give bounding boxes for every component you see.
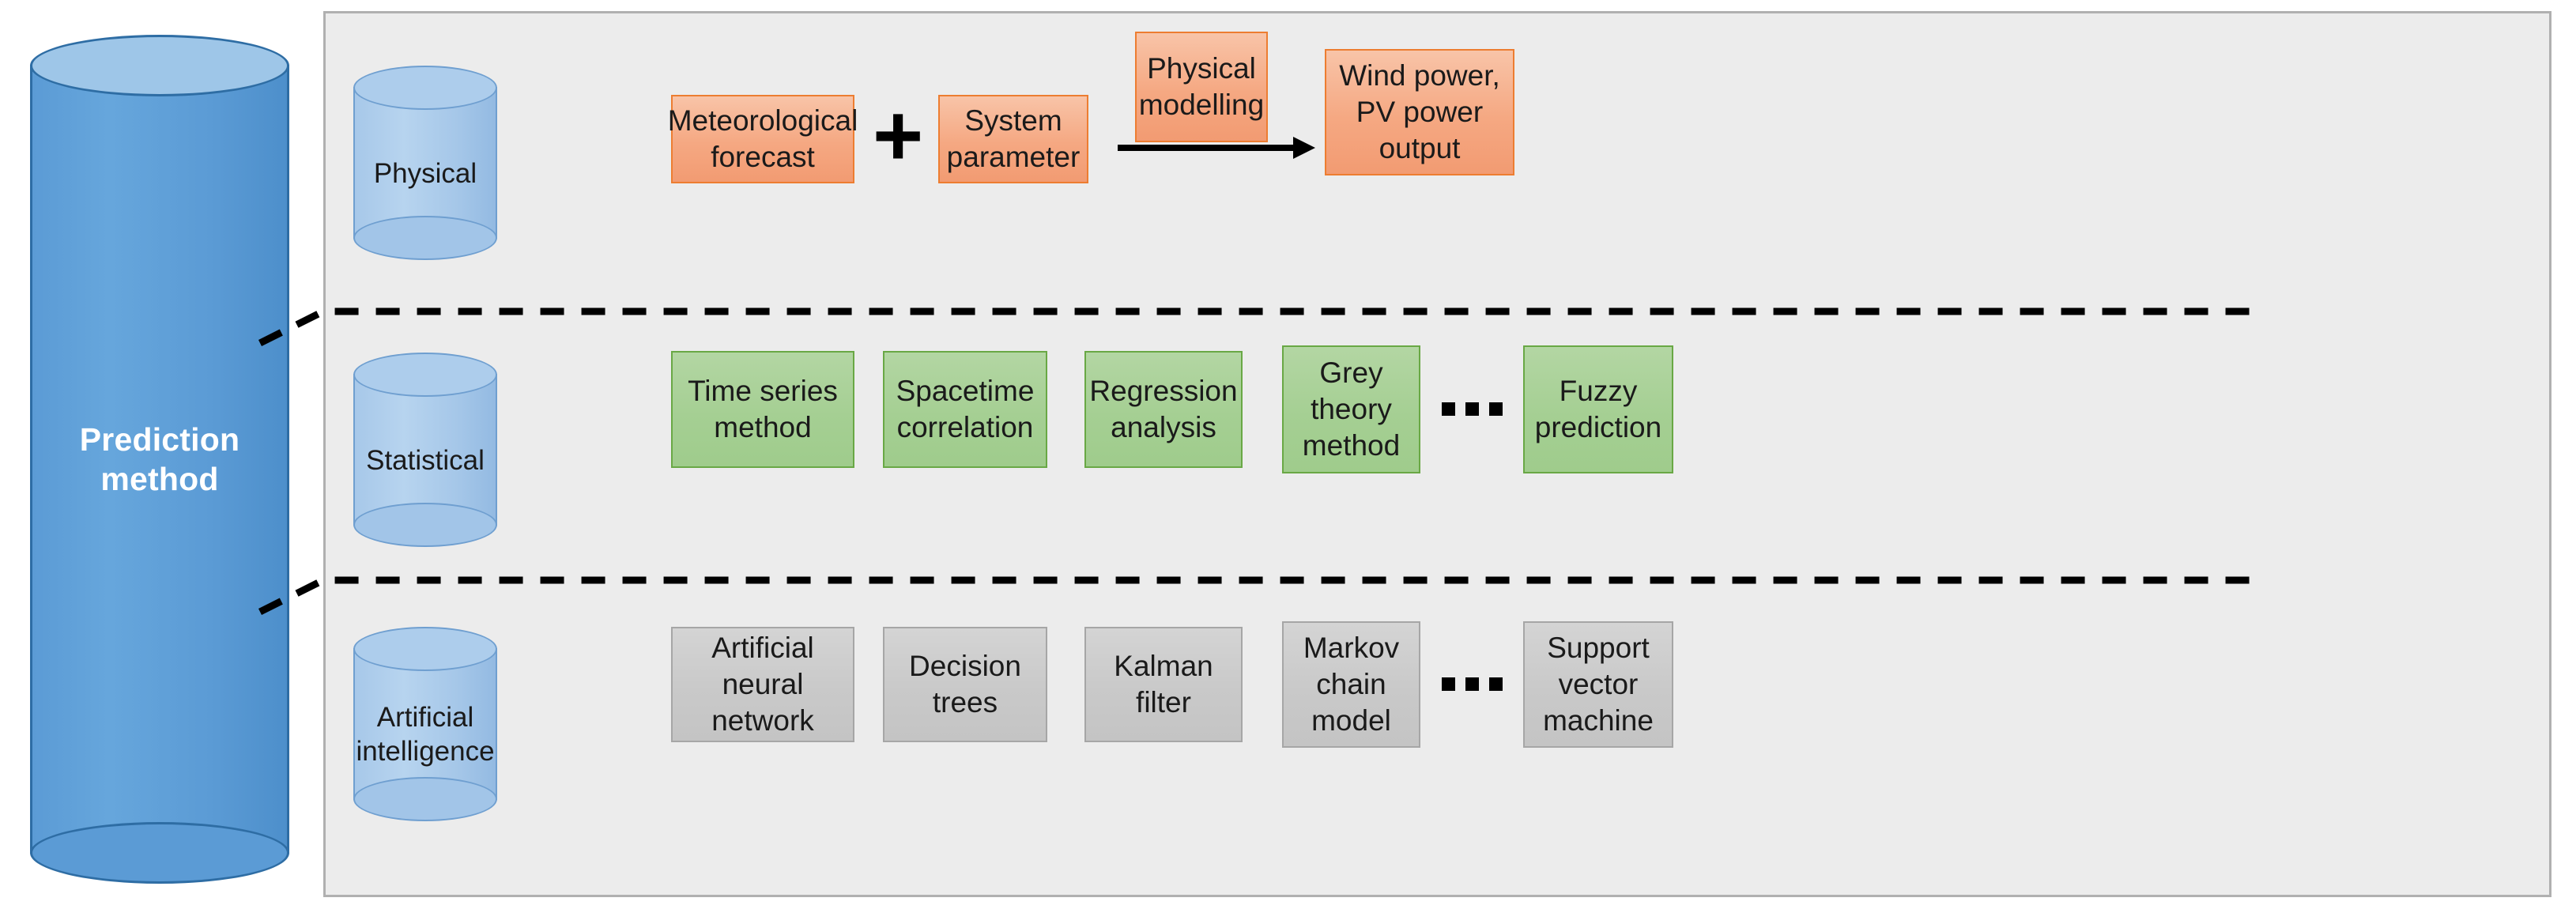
category-row-statistical: Statistical Time series method Spacetime… [326, 320, 2549, 589]
category-row-artificial-intelligence: Artificial intelligence Artificial neura… [326, 589, 2549, 900]
category-cylinder-physical: Physical [353, 66, 497, 260]
ellipsis-icon-artificial-intelligence [1442, 677, 1503, 691]
methods-panel: Physical Meteorological forecast + Syste… [323, 11, 2551, 897]
method-box-spacetime-correlation[interactable]: Spacetime correlation [883, 351, 1047, 468]
plus-icon: + [873, 87, 924, 184]
ellipsis-dot [1465, 677, 1479, 691]
method-box-time-series-method[interactable]: Time series method [671, 351, 854, 468]
root-cylinder-bottom-ellipse [30, 822, 289, 884]
cylinder-top-ellipse [353, 66, 497, 110]
root-cylinder-label: Prediction method [79, 421, 240, 497]
method-box-decision-trees[interactable]: Decision trees [883, 627, 1047, 742]
category-row-physical: Physical Meteorological forecast + Syste… [326, 13, 2549, 320]
category-cylinder-label-statistical: Statistical [366, 444, 485, 476]
root-cylinder-prediction-method: Prediction method [30, 35, 289, 884]
ellipsis-dot [1465, 402, 1479, 416]
category-cylinder-artificial-intelligence: Artificial intelligence [353, 627, 497, 821]
method-box-wind-pv-power-output[interactable]: Wind power, PV power output [1325, 49, 1514, 175]
method-box-support-vector-machine[interactable]: Support vector machine [1523, 621, 1673, 748]
ellipsis-icon-statistical [1442, 402, 1503, 416]
cylinder-bottom-ellipse [353, 777, 497, 821]
method-box-artificial-neural-network[interactable]: Artificial neural network [671, 627, 854, 742]
method-box-system-parameter[interactable]: System parameter [938, 95, 1088, 183]
ellipsis-dot [1489, 402, 1503, 416]
cylinder-bottom-ellipse [353, 503, 497, 547]
method-box-physical-modelling[interactable]: Physical modelling [1135, 32, 1268, 142]
cylinder-top-ellipse [353, 353, 497, 397]
cylinder-bottom-ellipse [353, 216, 497, 260]
method-box-meteorological-forecast[interactable]: Meteorological forecast [668, 95, 858, 183]
ellipsis-dot [1489, 677, 1503, 691]
method-box-grey-theory-method[interactable]: Grey theory method [1282, 345, 1420, 473]
cylinder-top-ellipse [353, 627, 497, 671]
method-box-kalman-filter[interactable]: Kalman filter [1084, 627, 1243, 742]
cylinder-body [353, 374, 497, 526]
method-box-regression-analysis[interactable]: Regression analysis [1084, 351, 1243, 468]
ellipsis-dot [1442, 677, 1455, 691]
method-box-markov-chain-model[interactable]: Markov chain model [1282, 621, 1420, 748]
category-cylinder-label-artificial-intelligence: Artificial intelligence [356, 702, 495, 767]
ellipsis-dot [1442, 402, 1455, 416]
root-cylinder-body [30, 65, 289, 854]
category-cylinder-label-physical: Physical [373, 157, 477, 189]
cylinder-body [353, 648, 497, 800]
cylinder-body [353, 87, 497, 239]
root-cylinder-top-ellipse [30, 35, 289, 96]
method-box-fuzzy-prediction[interactable]: Fuzzy prediction [1523, 345, 1673, 473]
category-cylinder-statistical: Statistical [353, 353, 497, 547]
process-arrow-icon [1116, 129, 1315, 167]
